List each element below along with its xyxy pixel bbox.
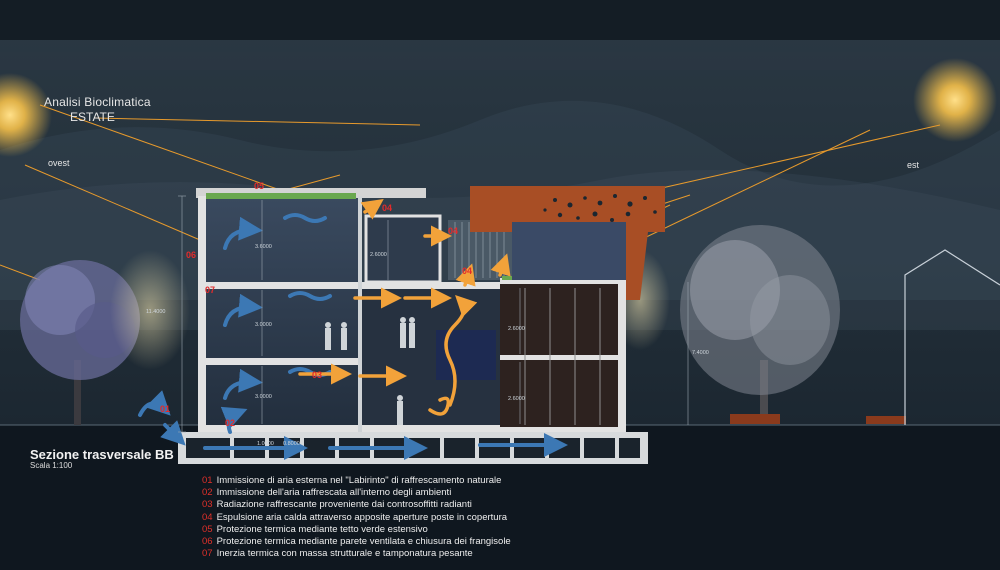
west-label: ovest <box>48 158 70 168</box>
cool-air-flow <box>138 213 568 460</box>
top-stripe <box>0 52 1000 70</box>
east-planter-2 <box>866 416 906 424</box>
east-mid-slab <box>500 355 622 360</box>
dim-right-low: 2.6000 <box>508 396 525 402</box>
tree-east <box>680 225 906 424</box>
tag-04a: 04 <box>382 203 393 213</box>
building-section <box>178 186 665 464</box>
diagram-title: Analisi Bioclimatica <box>44 95 151 109</box>
tag-02: 02 <box>225 418 236 428</box>
section-scale: Scala 1:100 <box>30 461 73 470</box>
tag-04b: 04 <box>448 226 459 236</box>
dim-base-b: 0.8000 <box>283 441 300 447</box>
dim-right-mid: 2.6000 <box>508 326 525 332</box>
west-light <box>110 250 190 370</box>
ground-slab <box>204 425 624 432</box>
slab-2 <box>204 282 504 289</box>
east-wall <box>618 280 626 432</box>
rust-facade <box>470 186 665 300</box>
west-wall <box>198 196 206 432</box>
tag-06: 06 <box>186 250 197 260</box>
dim-floor1: 3.0000 <box>255 394 272 400</box>
dim-floor3: 3.6000 <box>255 244 272 250</box>
upper-blue-volume <box>512 222 626 280</box>
sun-west <box>0 73 52 157</box>
east-label: est <box>907 160 920 170</box>
people-silhouettes <box>325 317 415 425</box>
tag-07: 07 <box>205 285 216 295</box>
section-title: Sezione trasversale BB <box>30 447 174 462</box>
slab-1 <box>204 358 504 365</box>
green-roof-west <box>206 193 356 199</box>
facade-perforations <box>543 194 657 222</box>
season-label: ESTATE <box>70 110 115 124</box>
dim-upper-right: 2.6000 <box>370 252 387 258</box>
east-planter <box>730 414 780 424</box>
dim-total-height: 11.4000 <box>146 309 166 315</box>
dim-base-a: 1.0000 <box>257 441 274 447</box>
dim-right-total: 7.4000 <box>692 350 709 356</box>
warm-air-flow <box>298 199 511 416</box>
east-mullions <box>524 288 601 425</box>
upper-box <box>364 214 442 284</box>
west-block-divider <box>358 196 362 432</box>
tag-05: 05 <box>254 181 265 191</box>
neighbour-house <box>904 249 1000 425</box>
tag-03: 03 <box>312 370 323 380</box>
top-band <box>0 0 1000 40</box>
tag-01: 01 <box>160 404 171 414</box>
east-block <box>500 282 620 427</box>
sun-east <box>913 58 997 142</box>
tag-04c: 04 <box>462 266 473 276</box>
dimension-lines <box>178 195 689 433</box>
dim-floor2: 3.0000 <box>255 322 272 328</box>
core-opening <box>436 330 496 380</box>
east-roof-slab <box>500 278 622 284</box>
